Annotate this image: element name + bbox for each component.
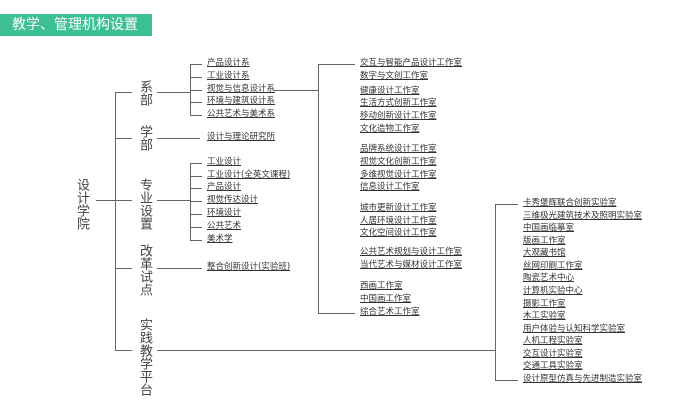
major-item[interactable]: 美术学 xyxy=(207,234,233,244)
major-item[interactable]: 视觉传达设计 xyxy=(207,195,259,205)
category-label: 系部 xyxy=(137,80,152,106)
connector-line xyxy=(495,204,518,205)
lab-item[interactable]: 丝网印刷工作室 xyxy=(523,260,583,271)
studio-item[interactable]: 中国画工作室 xyxy=(360,294,412,304)
category-label: 改革试点 xyxy=(137,244,152,296)
connector-line xyxy=(318,313,355,314)
connector-line xyxy=(190,90,202,91)
major-item[interactable]: 产品设计 xyxy=(207,182,242,192)
lab-item[interactable]: 交互设计实验室 xyxy=(523,348,583,359)
connector-line xyxy=(190,201,202,202)
connector-line xyxy=(190,102,202,103)
department-item[interactable]: 视觉与信息设计系 xyxy=(207,84,276,94)
connector-line xyxy=(115,268,132,269)
studio-item[interactable]: 城市更新设计工作室 xyxy=(360,203,437,213)
category-label: 学部 xyxy=(137,125,152,151)
page-title: 教学、管理机构设置 xyxy=(0,14,152,36)
lab-item[interactable]: 用户体验与认知科学实验室 xyxy=(523,323,626,334)
connector-line xyxy=(495,380,518,381)
studio-item[interactable]: 西画工作室 xyxy=(360,281,403,291)
studio-item[interactable]: 多维视觉设计工作室 xyxy=(360,170,437,180)
connector-line xyxy=(190,163,202,164)
lab-item[interactable]: 版画工作室 xyxy=(523,235,566,246)
connector-line xyxy=(190,64,191,115)
studio-item[interactable]: 综合艺术工作室 xyxy=(360,307,420,317)
connector-line xyxy=(190,77,202,78)
studio-item[interactable]: 文化造物工作室 xyxy=(360,124,420,134)
connector-line xyxy=(96,200,115,201)
connector-line xyxy=(157,92,190,93)
institute-item[interactable]: 设计与理论研究所 xyxy=(207,132,276,142)
connector-line xyxy=(318,64,355,65)
studio-item[interactable]: 视觉文化创新工作室 xyxy=(360,157,437,167)
connector-line xyxy=(157,138,200,139)
connector-line xyxy=(190,188,202,189)
connector-line xyxy=(318,64,319,313)
connector-line xyxy=(115,200,132,201)
connector-line xyxy=(157,268,202,269)
lab-item[interactable]: 交通工具实验室 xyxy=(523,361,583,372)
pilot-item[interactable]: 整合创新设计(实验班) xyxy=(207,262,291,272)
studio-item[interactable]: 数字与文创工作室 xyxy=(360,71,429,81)
studio-item[interactable]: 人居环境设计工作室 xyxy=(360,216,437,226)
lab-item[interactable]: 卡秀堡辉联合创新实验室 xyxy=(523,198,617,208)
lab-item[interactable]: 人机工程实验室 xyxy=(523,336,583,347)
connector-line xyxy=(115,92,132,93)
major-item[interactable]: 公共艺术 xyxy=(207,221,242,231)
lab-item[interactable]: 木工实验室 xyxy=(523,311,566,322)
connector-line xyxy=(495,204,496,380)
lab-item[interactable]: 陶瓷艺术中心 xyxy=(523,273,575,284)
connector-line xyxy=(190,214,202,215)
connector-line xyxy=(115,92,116,351)
studio-item[interactable]: 移动创新设计工作室 xyxy=(360,111,437,121)
major-item[interactable]: 工业设计 xyxy=(207,157,242,167)
department-item[interactable]: 产品设计系 xyxy=(207,58,250,68)
studio-item[interactable]: 交互与智能产品设计工作室 xyxy=(360,58,463,68)
studio-item[interactable]: 公共艺术规划与设计工作室 xyxy=(360,247,463,257)
connector-line xyxy=(190,115,202,116)
root-label: 设计学院 xyxy=(74,178,89,230)
major-item[interactable]: 工业设计(全英文课程) xyxy=(207,170,291,180)
connector-line xyxy=(115,138,132,139)
lab-item[interactable]: 计算机实验中心 xyxy=(523,285,583,296)
lab-item[interactable]: 三维极光建筑技术及照明实验室 xyxy=(523,210,643,221)
connector-line xyxy=(274,90,318,91)
connector-line xyxy=(115,350,132,351)
lab-item[interactable]: 中国画临摹室 xyxy=(523,223,575,234)
department-item[interactable]: 公共艺术与美术系 xyxy=(207,109,276,119)
connector-line xyxy=(190,176,202,177)
lab-item[interactable]: 设计原型仿真与先进制造实验室 xyxy=(523,373,643,384)
department-item[interactable]: 环境与建筑设计系 xyxy=(207,96,276,106)
studio-item[interactable]: 品牌系统设计工作室 xyxy=(360,144,437,154)
connector-line xyxy=(190,240,202,241)
studio-item[interactable]: 健康设计工作室 xyxy=(360,86,420,96)
connector-line xyxy=(157,200,190,201)
connector-line xyxy=(157,350,495,351)
lab-item[interactable]: 摄影工作室 xyxy=(523,298,566,309)
major-item[interactable]: 环境设计 xyxy=(207,208,242,218)
lab-item[interactable]: 大观藏书馆 xyxy=(523,248,566,259)
studio-item[interactable]: 生活方式创新工作室 xyxy=(360,98,437,108)
department-item[interactable]: 工业设计系 xyxy=(207,71,250,81)
connector-line xyxy=(190,227,202,228)
studio-item[interactable]: 文化空间设计工作室 xyxy=(360,228,437,238)
studio-item[interactable]: 信息设计工作室 xyxy=(360,182,420,192)
connector-line xyxy=(190,64,202,65)
category-label: 专业设置 xyxy=(137,178,152,230)
category-label: 实践教学平台 xyxy=(137,318,152,396)
studio-item[interactable]: 当代艺术与媒材设计工作室 xyxy=(360,260,463,270)
